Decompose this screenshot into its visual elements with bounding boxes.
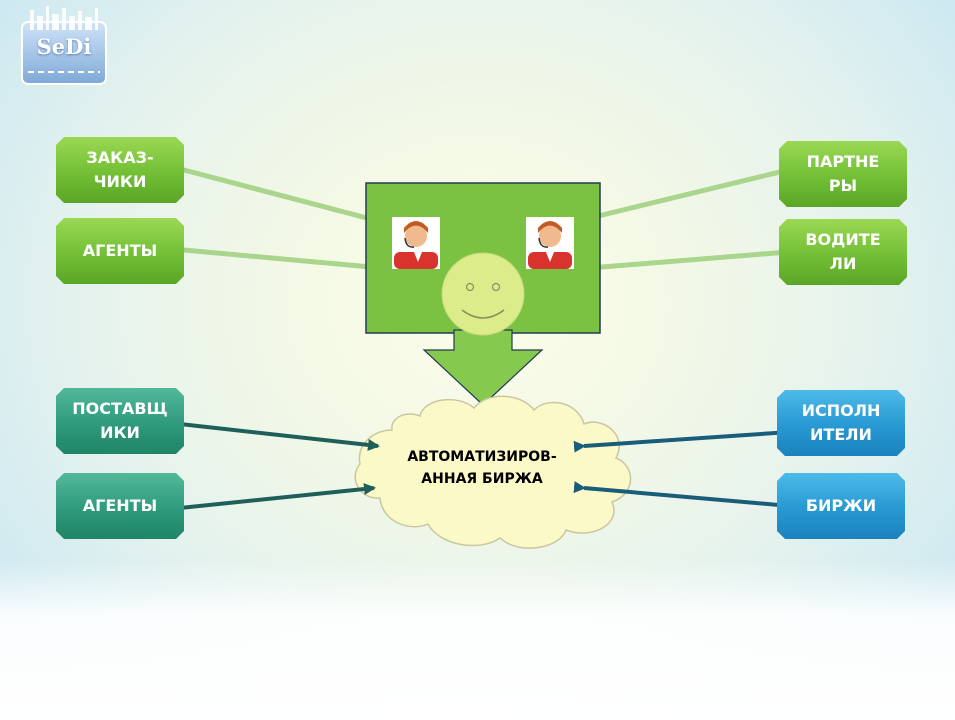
exchanges-box[interactable]: БИРЖИ <box>777 473 905 539</box>
arrow-customers <box>184 170 382 222</box>
logo-text: SeDi <box>36 34 92 59</box>
background-floor <box>0 560 955 720</box>
operator-icon-right <box>526 217 574 269</box>
executors-box[interactable]: ИСПОЛН ИТЕЛИ <box>777 390 905 456</box>
sedi-logo: SeDi <box>20 2 108 86</box>
arrow-executors <box>573 426 792 453</box>
exchanges-label: БИРЖИ <box>805 496 877 515</box>
arrow-partners <box>590 170 788 218</box>
agents-bottom-label: АГЕНТЫ <box>82 496 158 515</box>
partners-label: ПАРТНЕ РЫ <box>806 152 880 195</box>
arrow-suppliers <box>169 416 380 451</box>
arrow-agents-top <box>184 250 385 268</box>
agents-top-box[interactable]: АГЕНТЫ <box>56 218 184 284</box>
suppliers-label: ПОСТАВЩ ИКИ <box>72 399 168 442</box>
suppliers-box[interactable]: ПОСТАВЩ ИКИ <box>56 388 184 454</box>
customers-label: ЗАКАЗ- ЧИКИ <box>86 148 154 191</box>
agents-bottom-box[interactable]: АГЕНТЫ <box>56 473 184 539</box>
agents-top-label: АГЕНТЫ <box>82 241 158 260</box>
customers-box[interactable]: ЗАКАЗ- ЧИКИ <box>56 137 184 203</box>
arrow-exchanges <box>573 481 792 512</box>
executors-label: ИСПОЛН ИТЕЛИ <box>801 401 881 444</box>
operator-icon-left <box>392 217 440 269</box>
down-arrow <box>422 329 544 406</box>
arrow-agents-bottom <box>169 483 376 515</box>
drivers-box[interactable]: ВОДИТЕ ЛИ <box>779 219 907 285</box>
partners-box[interactable]: ПАРТНЕ РЫ <box>779 141 907 207</box>
exchange-label: АВТОМАТИЗИРОВ- АННАЯ БИРЖА <box>407 449 557 487</box>
smiley-icon <box>441 252 525 336</box>
arrow-drivers <box>590 252 791 268</box>
drivers-label: ВОДИТЕ ЛИ <box>805 230 881 273</box>
